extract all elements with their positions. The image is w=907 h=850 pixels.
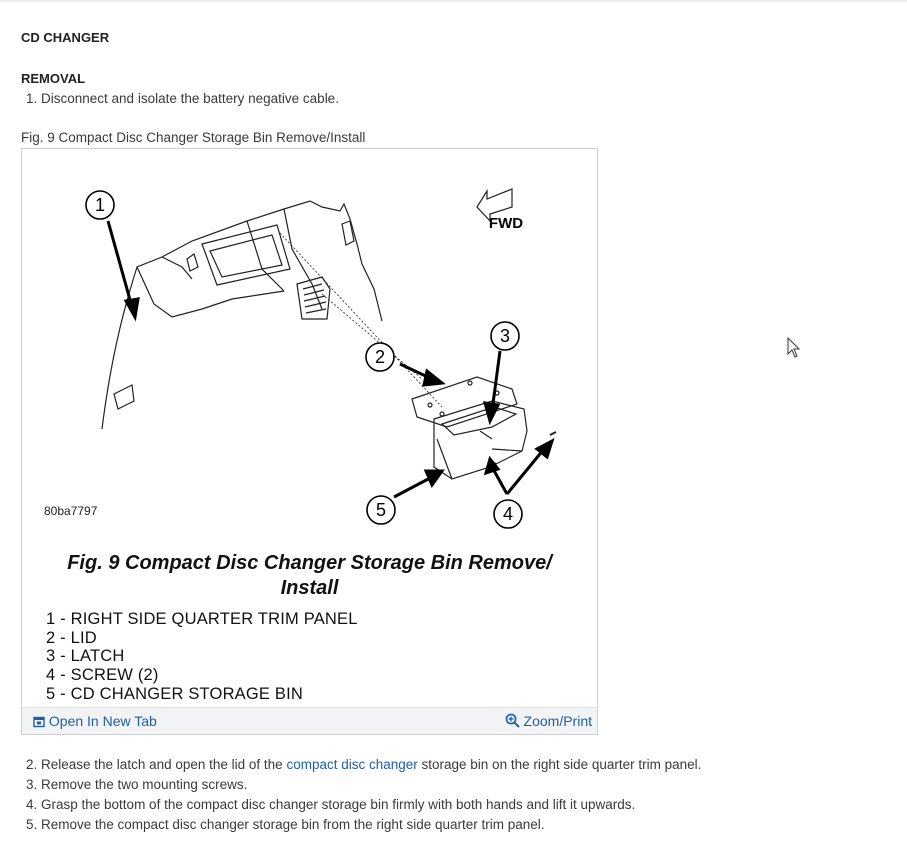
svg-text:5: 5 — [376, 500, 386, 520]
open-new-tab-label: Open In New Tab — [48, 713, 157, 729]
figure-title: Fig. 9 Compact Disc Changer Storage Bin … — [22, 551, 597, 601]
callout-4: 4 — [493, 499, 523, 529]
figure-legend: 1 - RIGHT SIDE QUARTER TRIM PANEL 2 - LI… — [46, 610, 358, 704]
open-new-tab-icon — [33, 716, 45, 728]
trim-panel-outline — [101, 200, 383, 430]
callout-3: 3 — [490, 321, 520, 351]
fwd-arrow — [476, 188, 513, 223]
svg-text:4: 4 — [503, 504, 513, 524]
figure-title-line1: Fig. 9 Compact Disc Changer Storage Bin … — [67, 552, 552, 574]
legend-item: 1 - RIGHT SIDE QUARTER TRIM PANEL — [46, 610, 358, 628]
step-4: 4. Grasp the bottom of the compact disc … — [26, 797, 636, 812]
section-title: CD CHANGER — [21, 30, 110, 45]
top-shadow — [0, 0, 907, 3]
step-2: 2. Release the latch and open the lid of… — [26, 757, 701, 772]
legend-item: 2 - LID — [46, 628, 97, 647]
lid-shape — [411, 376, 518, 428]
svg-text:1: 1 — [95, 195, 105, 215]
figure-footer: Open In New Tab Zoom/Print — [22, 707, 597, 734]
fwd-label: FWD — [489, 215, 523, 232]
step-5: 5. Remove the compact disc changer stora… — [26, 817, 545, 832]
callout-2: 2 — [365, 342, 395, 372]
figure-container: 1 2 3 4 5 FWD 80ba7797 Fig. 9 Compact Di… — [21, 148, 598, 735]
open-new-tab-button[interactable]: Open In New Tab — [33, 713, 157, 729]
compact-disc-changer-link[interactable]: compact disc changer — [286, 757, 418, 772]
svg-text:2: 2 — [375, 347, 385, 367]
legend-item: 3 - LATCH — [46, 647, 125, 666]
figure-diagram[interactable]: 1 2 3 4 5 FWD — [22, 149, 597, 549]
subsection-title: REMOVAL — [21, 71, 86, 86]
svg-text:3: 3 — [500, 326, 510, 346]
step-1: 1. Disconnect and isolate the battery ne… — [26, 91, 339, 106]
step-2-prefix: 2. Release the latch and open the lid of… — [26, 757, 287, 772]
legend-item: 5 - CD CHANGER STORAGE BIN — [46, 684, 304, 703]
step-3: 3. Remove the two mounting screws. — [26, 777, 248, 792]
step-2-suffix: storage bin on the right side quarter tr… — [417, 757, 702, 772]
callout-1: 1 — [85, 190, 115, 220]
mouse-cursor-icon — [787, 337, 801, 358]
zoom-icon — [505, 713, 520, 728]
figure-title-line2: Install — [280, 577, 339, 599]
callout-5: 5 — [366, 495, 396, 525]
zoom-print-label: Zoom/Print — [523, 713, 592, 729]
figure-caption: Fig. 9 Compact Disc Changer Storage Bin … — [21, 130, 366, 145]
zoom-print-button[interactable]: Zoom/Print — [505, 713, 592, 729]
legend-item: 4 - SCREW (2) — [46, 666, 159, 685]
drawing-code: 80ba7797 — [44, 504, 98, 518]
